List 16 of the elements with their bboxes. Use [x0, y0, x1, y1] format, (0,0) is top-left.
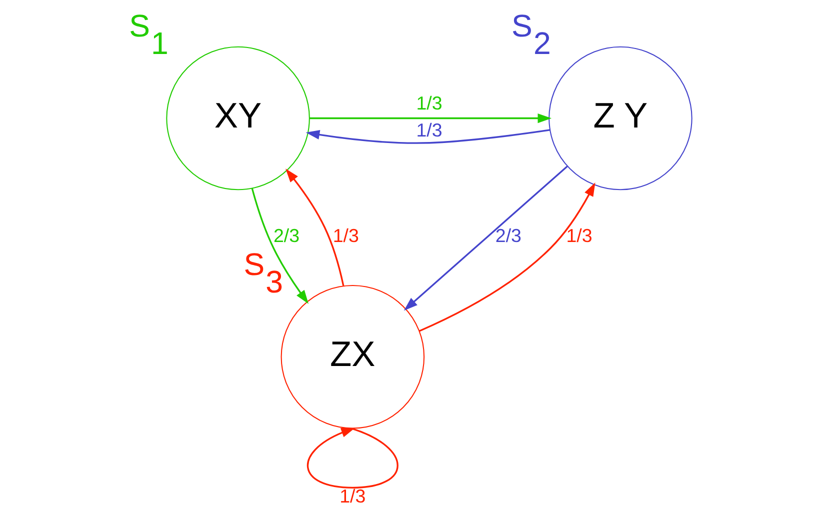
- edge-label: 2/3: [494, 225, 521, 246]
- arrow: [418, 182, 595, 332]
- edge-label: 1/3: [416, 92, 442, 114]
- arrow: [306, 428, 398, 488]
- arrow: [305, 129, 550, 144]
- edge-label: 1/3: [416, 119, 442, 140]
- edge-label: 1/3: [332, 225, 358, 246]
- arrow: [250, 188, 308, 304]
- edge-label: 1/3: [339, 486, 366, 507]
- arrow: [285, 168, 344, 286]
- edge-label: 1/3: [566, 225, 592, 246]
- node-circle: Z Y: [548, 46, 692, 190]
- arrow: [403, 166, 568, 311]
- node-circle: XY: [166, 46, 310, 190]
- edge-label: 2/3: [272, 225, 300, 246]
- arrow: [309, 113, 552, 124]
